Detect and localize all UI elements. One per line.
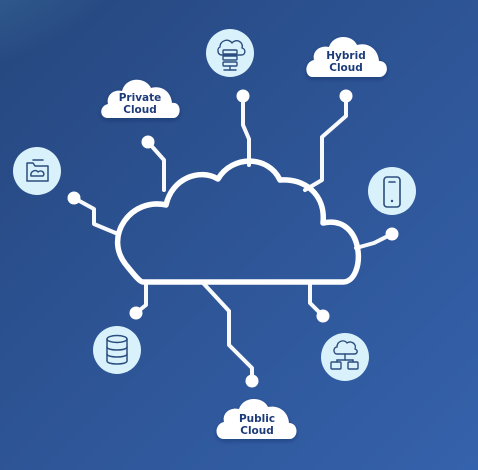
database-icon [93,326,141,374]
hybrid-cloud-shape [306,36,387,77]
central-cloud-icon [114,158,362,285]
endpoint-public-cloud [245,374,259,388]
endpoint-bottom-left [129,306,143,320]
endpoint-private-cloud [141,135,155,149]
private-cloud-shape [101,79,180,118]
server-cloud-icon [206,29,254,77]
network-cloud-icon [321,333,369,381]
endpoint-right-phone [385,227,399,241]
public-cloud-label-line2: Cloud [240,425,274,437]
hybrid-cloud-label-cloud: Hybrid Cloud [306,36,387,77]
public-cloud-shape [216,398,297,439]
connector-endpoints [67,89,399,388]
hybrid-cloud-label-line1: Hybrid [326,50,365,62]
connector-left-folder [72,196,120,236]
private-cloud-label-line1: Private [119,92,162,104]
private-cloud-label-cloud: Private Cloud [101,79,180,118]
endpoint-bottom-right [316,309,330,323]
endpoint-left-folder [67,191,81,205]
endpoint-hybrid-cloud [339,89,353,103]
connector-right-phone [354,232,394,250]
folder-cloud-icon [13,147,61,195]
public-cloud-label-line1: Public [239,413,275,425]
connector-private-cloud [146,140,166,192]
smartphone-icon [368,167,416,215]
connector-hybrid-cloud [303,94,348,192]
public-cloud-label-cloud: Public Cloud [216,398,297,439]
connector-public-cloud [202,282,254,383]
background-glow [0,0,150,90]
private-cloud-label-line2: Cloud [123,104,157,116]
endpoint-top-server [236,89,250,103]
hybrid-cloud-label-line2: Cloud [329,62,363,74]
connector-top-server [241,95,251,167]
